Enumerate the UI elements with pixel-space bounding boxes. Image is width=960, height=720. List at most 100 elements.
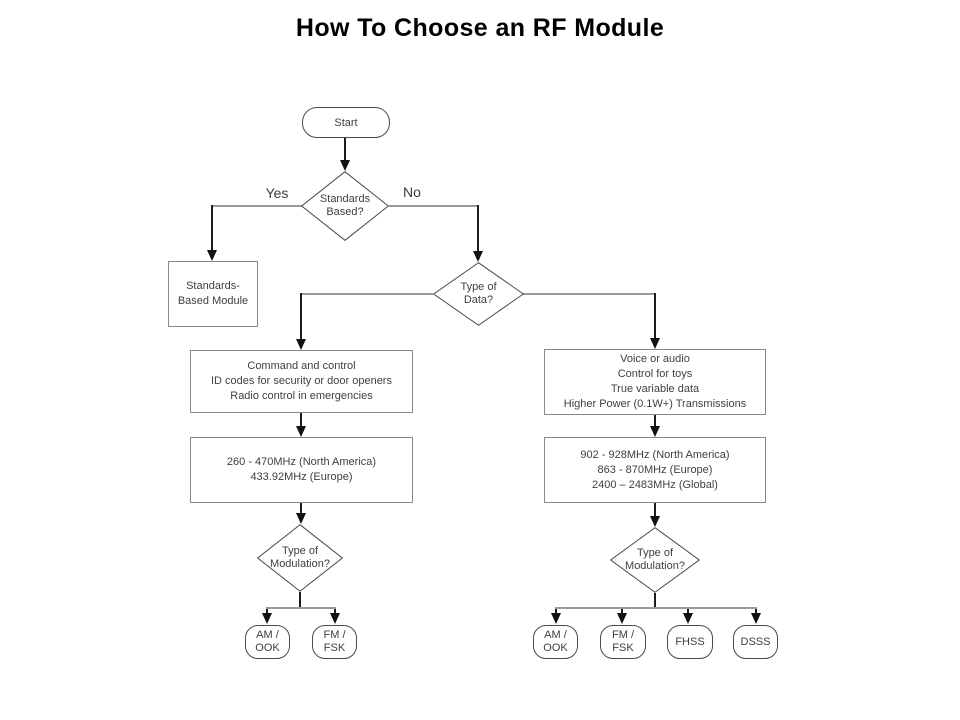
arrowhead-fhss (683, 613, 693, 624)
left-am-ook-label: AM / OOK (255, 629, 279, 655)
label-line: FSK (612, 642, 634, 654)
dsss-label: DSSS (740, 635, 771, 648)
connector-no-vertical (477, 205, 479, 252)
label-line: 433.92MHz (Europe) (250, 471, 353, 483)
connector-right-bus (555, 607, 757, 609)
label-line: True variable data (610, 383, 700, 395)
right-fm-fsk-label: FM / FSK (612, 629, 634, 655)
left-applications-label: Command and control ID codes for securit… (211, 359, 392, 404)
right-am-ook-label: AM / OOK (543, 629, 567, 655)
label-line: FSK (323, 642, 346, 654)
right-frequencies-node: 902 - 928MHz (North America) 863 - 870MH… (544, 437, 766, 503)
label-line: FM / (323, 629, 346, 641)
left-modulation-label: Type of Modulation? (257, 524, 343, 592)
diamond-shape (301, 171, 389, 241)
connector-left-bus-stub-2 (334, 609, 336, 614)
left-fm-fsk-label: FM / FSK (324, 629, 346, 655)
left-frequencies-label: 260 - 470MHz (North America) 433.92MHz (… (227, 455, 376, 485)
label-line: Modulation? (270, 558, 330, 570)
connector-data-right-horizontal (523, 293, 656, 295)
label-line: ID codes for security or door openers (211, 375, 392, 387)
left-modulation-decision: Type of Modulation? (257, 524, 343, 592)
standards-based-label: Standards Based? (301, 171, 389, 241)
arrowhead-start-to-standards (340, 160, 350, 171)
page-title: How To Choose an RF Module (295, 14, 665, 42)
arrowhead-right-fm-fsk (617, 613, 627, 624)
arrowhead-data-left (296, 339, 306, 350)
label-line: Standards (319, 193, 371, 205)
arrowhead-right-am-ook (551, 613, 561, 624)
label-line: Control for toys (617, 368, 693, 380)
standards-based-module-node: Standards- Based Module (168, 261, 258, 327)
connector-left-bus-stub-1 (266, 609, 268, 614)
left-fm-fsk-node: FM / FSK (312, 625, 357, 659)
connector-right-bus-stub-4 (755, 609, 757, 614)
connector-left-freq-to-mod (300, 503, 302, 514)
connector-data-left-horizontal (301, 293, 433, 295)
fhss-node: FHSS (667, 625, 713, 659)
right-am-ook-node: AM / OOK (533, 625, 578, 659)
connector-start-to-standards (344, 138, 346, 162)
label-line: AM / (256, 629, 279, 641)
connector-yes-horizontal (212, 205, 302, 207)
right-modulation-label: Type of Modulation? (610, 527, 700, 593)
arrowhead-dsss (751, 613, 761, 624)
label-line: OOK (255, 642, 280, 654)
label-line: AM / (544, 629, 567, 641)
arrowhead-right-freq-to-mod (650, 516, 660, 527)
fhss-label: FHSS (675, 635, 705, 648)
left-applications-node: Command and control ID codes for securit… (190, 350, 413, 413)
left-am-ook-node: AM / OOK (245, 625, 290, 659)
label-line: Data? (463, 294, 494, 306)
connector-data-right-vertical (654, 293, 656, 339)
diamond-shape (610, 527, 700, 593)
connector-right-apps-to-freq (654, 413, 656, 427)
start-node: Start (302, 107, 390, 138)
label-line: 863 - 870MHz (Europe) (597, 463, 713, 476)
right-fm-fsk-node: FM / FSK (600, 625, 646, 659)
arrowhead-left-apps-to-freq (296, 426, 306, 437)
label-line: Command and control (247, 360, 356, 372)
label-line: Based? (326, 206, 364, 218)
arrowhead-no-branch (473, 251, 483, 262)
right-applications-label: Voice or audio Control for toys True var… (564, 352, 746, 412)
label-line: Based Module (177, 295, 249, 307)
label-line: Radio control in emergencies (230, 390, 373, 402)
connector-no-horizontal (389, 205, 479, 207)
label-line: Standards- (186, 280, 240, 292)
arrowhead-data-right (650, 338, 660, 349)
label-line: Higher Power (0.1W+) Transmissions (563, 398, 747, 410)
diamond-shape (433, 262, 524, 326)
connector-yes-vertical (211, 205, 213, 251)
right-frequencies-label: 902 - 928MHz (North America) 863 - 870MH… (580, 448, 729, 493)
type-of-data-label: Type of Data? (433, 262, 524, 326)
right-applications-node: Voice or audio Control for toys True var… (544, 349, 766, 415)
label-line: Modulation? (625, 560, 685, 572)
connector-right-bus-stub-3 (687, 609, 689, 614)
connector-right-mod-to-bus (654, 593, 656, 609)
dsss-node: DSSS (733, 625, 778, 659)
arrowhead-left-freq-to-mod (296, 513, 306, 524)
label-line: Type of (460, 281, 497, 293)
connector-left-mod-to-bus (299, 592, 301, 609)
yes-branch-label: Yes (265, 185, 289, 201)
label-line: Type of (281, 545, 319, 557)
standards-based-decision: Standards Based? (301, 171, 389, 241)
label-line: OOK (543, 642, 568, 654)
connector-right-bus-stub-1 (555, 609, 557, 614)
right-modulation-decision: Type of Modulation? (610, 527, 700, 593)
connector-right-bus-stub-2 (621, 609, 623, 614)
arrowhead-left-fm-fsk (330, 613, 340, 624)
connector-right-freq-to-mod (654, 503, 656, 516)
type-of-data-decision: Type of Data? (433, 262, 524, 326)
diamond-shape (257, 524, 343, 592)
start-node-label: Start (334, 116, 358, 129)
connector-left-apps-to-freq (300, 413, 302, 427)
connector-left-bus (266, 607, 336, 609)
no-branch-label: No (403, 184, 421, 200)
connector-data-left-vertical (300, 293, 302, 340)
arrowhead-left-am-ook (262, 613, 272, 624)
label-line: 902 - 928MHz (North America) (580, 448, 730, 461)
standards-module-label: Standards- Based Module (178, 279, 248, 309)
